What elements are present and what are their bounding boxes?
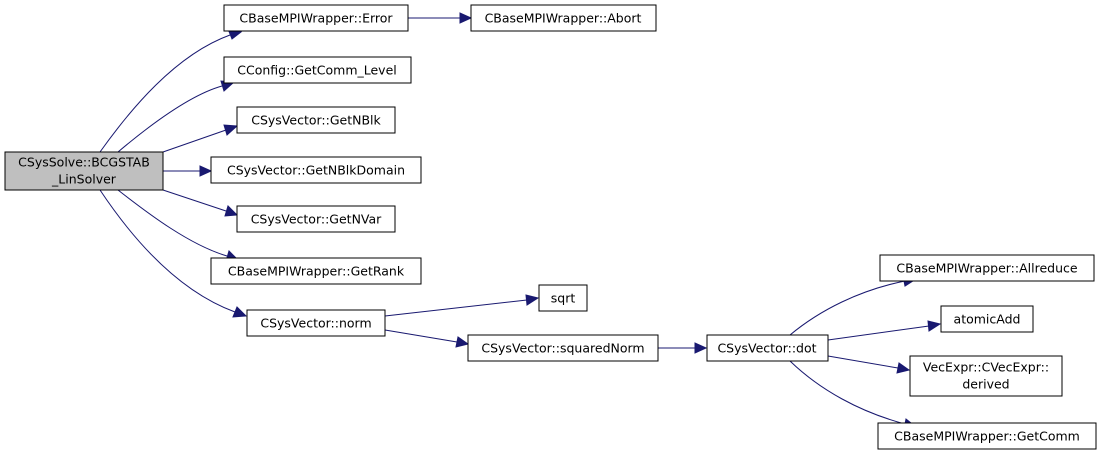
edge-sqnorm-dot [658, 342, 708, 354]
edge-root-nblkdom [163, 165, 213, 177]
edge-root-norm [99, 189, 248, 318]
node-nblk[interactable]: CSysVector::GetNBlk [236, 106, 396, 134]
node-allreduce-label: CBaseMPIWrapper::Allreduce [896, 261, 1077, 276]
edge-root-commlevel [117, 80, 236, 153]
node-derived-label-1: VecExpr::CVecExpr:: [923, 360, 1049, 375]
edge-root-rank [117, 189, 240, 262]
edge-dot-derived [827, 355, 911, 374]
node-getcomm[interactable]: CBaseMPIWrapper::GetComm [877, 422, 1097, 450]
node-sqrt-label: sqrt [551, 291, 576, 306]
node-error[interactable]: CBaseMPIWrapper::Error [223, 4, 409, 32]
edge-root-error [99, 28, 243, 153]
node-allreduce[interactable]: CBaseMPIWrapper::Allreduce [879, 254, 1095, 282]
node-atomicadd[interactable]: atomicAdd [940, 305, 1034, 333]
nodes-layer: CSysSolve::BCGSTAB _LinSolver CBaseMPIWr… [4, 4, 1097, 450]
edge-root-nvar [162, 189, 239, 217]
edge-dot-allreduce [789, 275, 918, 336]
edge-norm-sqrt [384, 294, 540, 317]
edge-dot-atomicadd [827, 320, 942, 341]
node-rank[interactable]: CBaseMPIWrapper::GetRank [210, 257, 422, 285]
edge-norm-sqnorm [384, 329, 470, 348]
node-nvar[interactable]: CSysVector::GetNVar [236, 205, 396, 233]
node-nvar-label: CSysVector::GetNVar [251, 212, 382, 227]
node-root-label-1: CSysSolve::BCGSTAB [18, 155, 150, 170]
node-norm-label: CSysVector::norm [260, 316, 371, 331]
node-dot[interactable]: CSysVector::dot [706, 334, 829, 362]
node-error-label: CBaseMPIWrapper::Error [239, 11, 393, 26]
node-sqnorm[interactable]: CSysVector::squaredNorm [467, 334, 659, 362]
node-commlevel[interactable]: CConfig::GetComm_Level [223, 56, 412, 84]
edge-error-abort [408, 12, 473, 24]
edge-root-nblk [162, 124, 239, 153]
node-root[interactable]: CSysSolve::BCGSTAB _LinSolver [4, 151, 164, 191]
node-nblkdom[interactable]: CSysVector::GetNBlkDomain [210, 156, 422, 184]
node-nblk-label: CSysVector::GetNBlk [251, 113, 381, 128]
node-derived-label-2: derived [962, 377, 1009, 392]
node-abort-label: CBaseMPIWrapper::Abort [485, 11, 642, 26]
node-sqnorm-label: CSysVector::squaredNorm [481, 341, 644, 356]
node-dot-label: CSysVector::dot [717, 341, 816, 356]
node-nblkdom-label: CSysVector::GetNBlkDomain [227, 163, 405, 178]
node-commlevel-label: CConfig::GetComm_Level [237, 63, 397, 78]
node-derived[interactable]: VecExpr::CVecExpr:: derived [909, 355, 1063, 397]
node-sqrt[interactable]: sqrt [538, 284, 588, 312]
node-atomicadd-label: atomicAdd [954, 312, 1021, 327]
node-getcomm-label: CBaseMPIWrapper::GetComm [894, 429, 1080, 444]
node-abort[interactable]: CBaseMPIWrapper::Abort [470, 4, 657, 32]
node-root-label-2: _LinSolver [51, 172, 117, 187]
node-rank-label: CBaseMPIWrapper::GetRank [228, 264, 405, 279]
node-norm[interactable]: CSysVector::norm [246, 309, 386, 337]
